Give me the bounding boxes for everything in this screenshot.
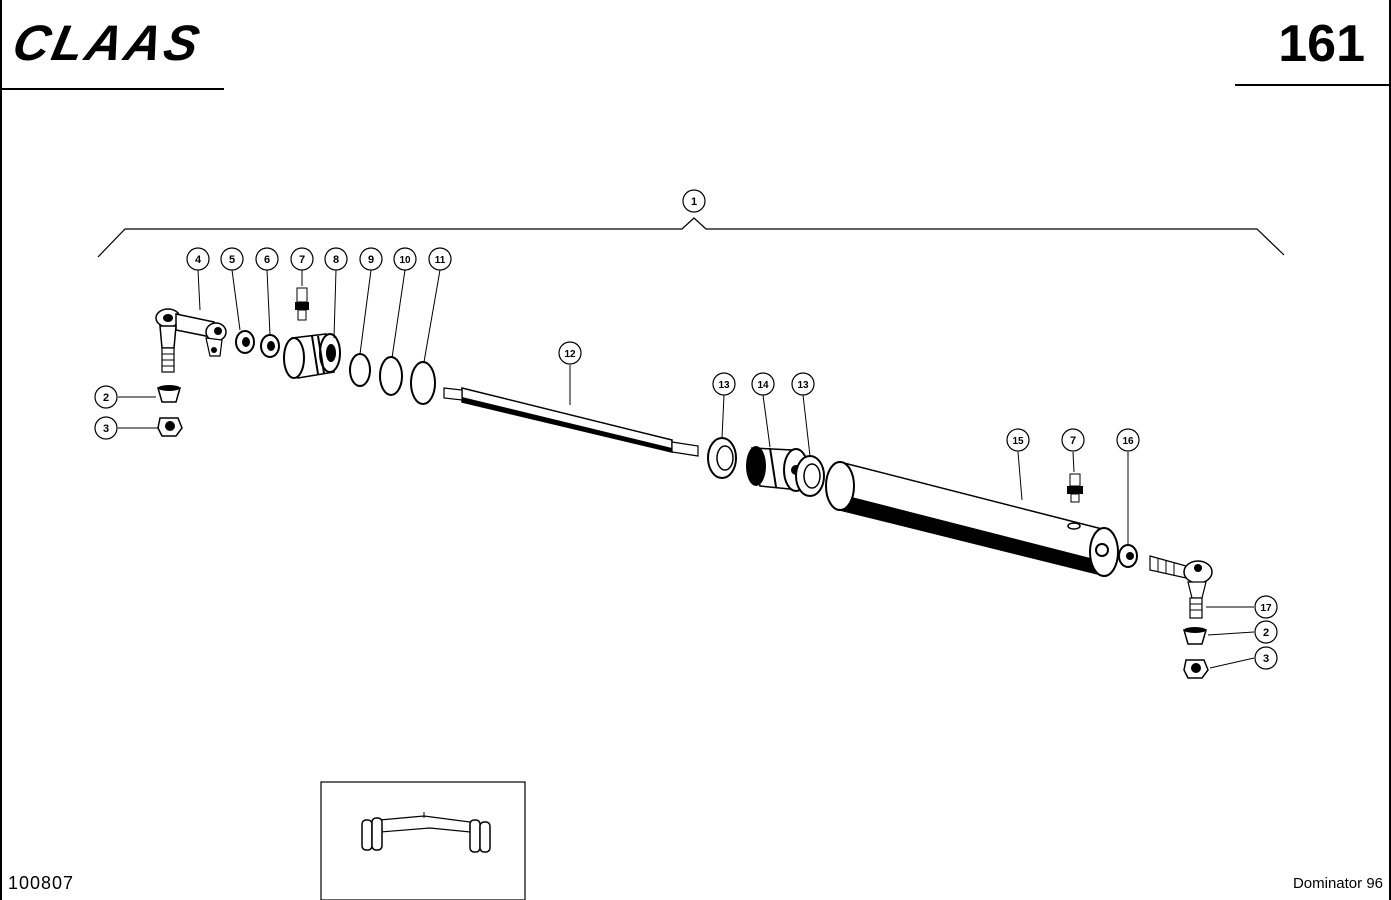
- callout-label: 13: [797, 380, 809, 391]
- callout-label: 5: [229, 254, 235, 266]
- grease-nipple-right: [1067, 473, 1083, 503]
- seal-ring-5: [235, 330, 255, 354]
- callout-c16: 16: [1116, 428, 1140, 452]
- assembly-bracket: [97, 217, 1285, 258]
- callout-c5: 5: [220, 247, 244, 271]
- page-number: 161: [1278, 15, 1365, 73]
- header-rule-right: [1235, 84, 1391, 86]
- callout-c13b: 13: [791, 372, 815, 396]
- frame-right-border: [1389, 0, 1391, 900]
- callout-label: 9: [368, 254, 374, 266]
- lock-nut-16: [1118, 544, 1138, 568]
- o-ring-10: [379, 356, 403, 396]
- callout-label: 2: [103, 392, 109, 404]
- callout-c17: 17: [1254, 595, 1278, 619]
- frame-left-border: [0, 0, 2, 900]
- callout-label: 6: [264, 254, 270, 266]
- callout-c15: 15: [1006, 428, 1030, 452]
- seal-ring-6: [260, 334, 280, 358]
- callout-label: 15: [1012, 436, 1024, 447]
- callout-c9: 9: [359, 247, 383, 271]
- grease-nipple-left: [295, 287, 309, 321]
- cylinder-gland-8: [283, 333, 341, 379]
- callout-c10: 10: [393, 247, 417, 271]
- callout-label: 1: [691, 196, 697, 208]
- tie-rod-end-right: [1149, 555, 1213, 619]
- callout-label: 3: [103, 423, 109, 435]
- callout-c3b: 3: [1254, 646, 1278, 670]
- callout-c7b: 7: [1061, 428, 1085, 452]
- model-name: Dominator 96: [1292, 875, 1383, 892]
- piston-washer-13a: [707, 437, 737, 479]
- drawing-reference: 100807: [8, 873, 75, 893]
- callout-label: 2: [1263, 627, 1269, 639]
- callout-c1: 1: [682, 189, 706, 213]
- callout-c2b: 2: [1254, 620, 1278, 644]
- callout-label: 10: [399, 255, 411, 266]
- callout-c6: 6: [255, 247, 279, 271]
- callout-c7a: 7: [290, 247, 314, 271]
- callout-c2a: 2: [94, 385, 118, 409]
- cylinder-barrel: [825, 461, 1119, 577]
- nut-left: [157, 417, 183, 437]
- callout-c3a: 3: [94, 416, 118, 440]
- callout-label: 13: [718, 380, 730, 391]
- callout-c13a: 13: [712, 372, 736, 396]
- o-ring-11: [410, 361, 436, 405]
- header-rule-left: [0, 88, 224, 90]
- callout-label: 7: [1070, 435, 1076, 447]
- piston-rod: [443, 387, 699, 457]
- callout-label: 4: [195, 254, 202, 266]
- callout-label: 3: [1263, 653, 1269, 665]
- washer-left: [157, 385, 181, 403]
- callout-label: 17: [1260, 603, 1272, 614]
- nut-right: [1183, 659, 1209, 679]
- leader-lines: [118, 269, 1255, 669]
- callout-c12: 12: [558, 341, 582, 365]
- callout-label: 11: [435, 255, 446, 266]
- callout-label: 16: [1122, 436, 1134, 447]
- piston-washer-13b: [795, 455, 825, 497]
- callout-c4: 4: [186, 247, 210, 271]
- callout-label: 12: [564, 349, 576, 360]
- tie-rod-end-left: [155, 308, 227, 373]
- callout-label: 8: [333, 254, 339, 266]
- washer-right: [1183, 627, 1207, 645]
- locator-thumbnail: [320, 781, 526, 900]
- callout-c8: 8: [324, 247, 348, 271]
- o-ring-9: [349, 353, 371, 387]
- callout-label: 7: [299, 254, 305, 266]
- callout-label: 14: [757, 380, 769, 391]
- callout-c11: 11: [428, 247, 452, 271]
- callout-c14: 14: [751, 372, 775, 396]
